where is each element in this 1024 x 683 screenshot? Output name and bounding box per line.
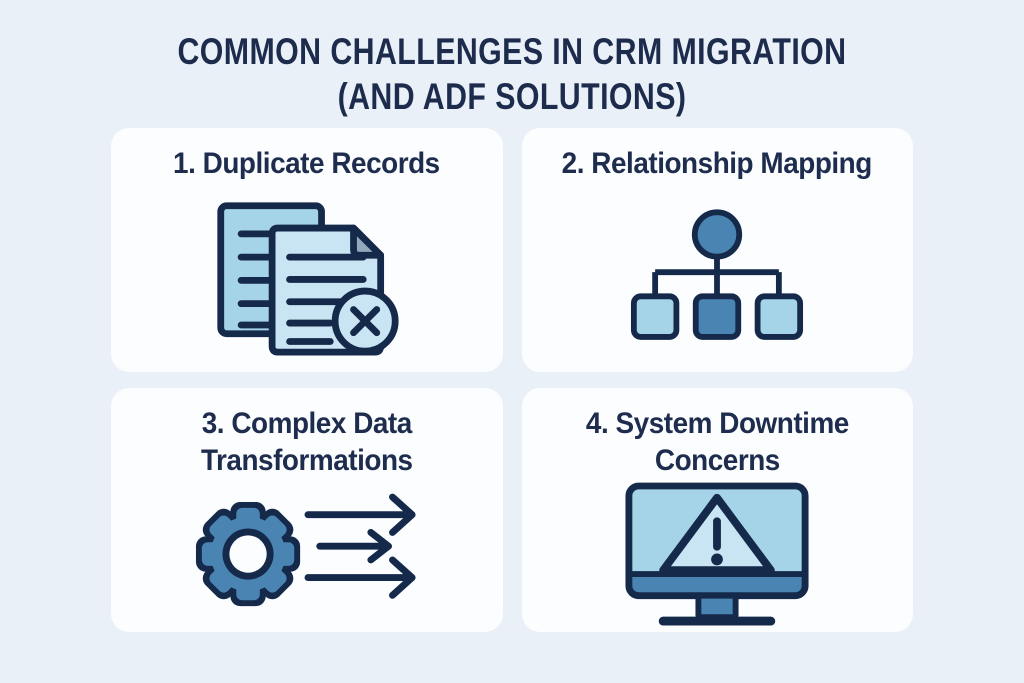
card-1-icon-area bbox=[111, 182, 503, 372]
monitor-warning-icon bbox=[625, 482, 809, 626]
title-line-1: COMMON CHALLENGES IN CRM MIGRATION bbox=[177, 31, 847, 72]
title-line-2: (AND ADF SOLUTIONS) bbox=[337, 76, 687, 117]
card-3-icon-area bbox=[111, 479, 503, 632]
x-mark-icon bbox=[349, 305, 380, 336]
page-title: COMMON CHALLENGES IN CRM MIGRATION (AND … bbox=[0, 29, 1024, 119]
card-3-heading: 3. Complex Data Transformations bbox=[200, 407, 413, 477]
org-chart-icon bbox=[631, 209, 804, 340]
transform-arrows-icon bbox=[304, 493, 416, 599]
card-complex-data-transformations: 3. Complex Data Transformations bbox=[111, 388, 503, 632]
card-1-heading: 1. Duplicate Records bbox=[173, 147, 441, 180]
card-duplicate-records: 1. Duplicate Records bbox=[111, 128, 503, 372]
gear-icon bbox=[195, 501, 300, 606]
cards-grid: 1. Duplicate Records bbox=[111, 128, 913, 632]
warning-triangle-icon bbox=[659, 493, 776, 575]
card-4-heading: 4. System Downtime Concerns bbox=[585, 407, 849, 477]
card-2-heading: 2. Relationship Mapping bbox=[562, 147, 873, 180]
duplicate-documents-icon bbox=[217, 201, 399, 356]
card-2-icon-area bbox=[522, 182, 914, 372]
card-relationship-mapping: 2. Relationship Mapping bbox=[521, 128, 914, 372]
card-system-downtime-concerns: 4. System Downtime Concerns bbox=[521, 388, 914, 632]
gear-transform-arrows-icon bbox=[195, 493, 416, 606]
card-4-icon-area bbox=[522, 479, 914, 632]
